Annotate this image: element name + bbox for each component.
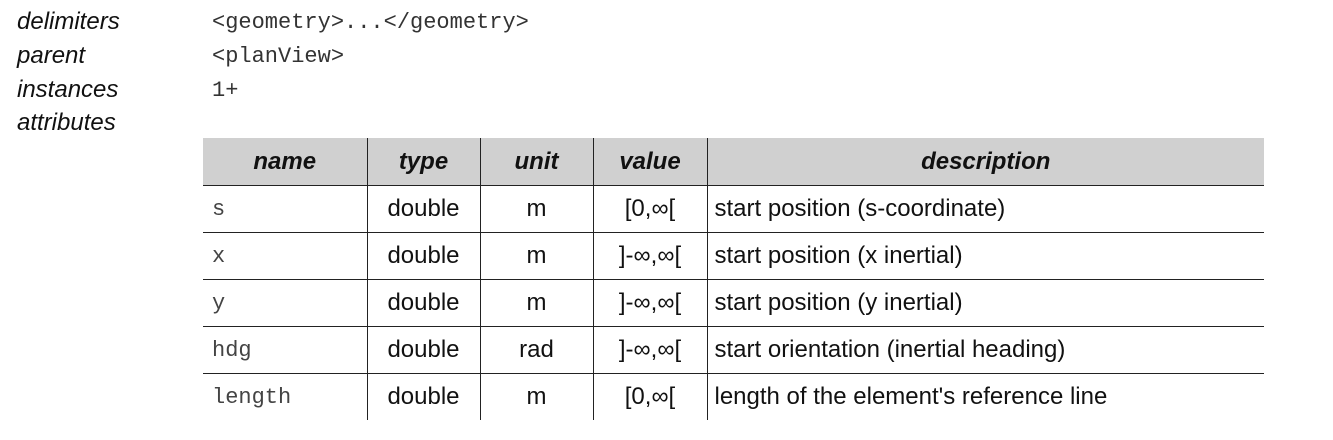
cell-value: ]-∞,∞[ [592,326,707,374]
cell-name: x [203,232,367,280]
cell-type: double [366,185,480,233]
cell-description: start orientation (inertial heading) [706,326,1264,374]
cell-description: start position (s-coordinate) [706,185,1264,233]
parent-value: <planView> [212,44,345,69]
cell-name: length [212,384,292,410]
parent-label: parent [17,42,86,69]
cell-description: length of the element's reference line [706,373,1264,420]
cell-name: s [203,185,367,233]
cell-type: double [366,373,480,420]
header-unit: unit [479,138,593,186]
instances-label: instances [17,76,119,103]
cell-description: start position (x inertial) [706,232,1264,280]
cell-value: [0,∞[ [592,185,707,233]
cell-unit: m [479,373,593,420]
cell-value: ]-∞,∞[ [592,279,707,327]
cell-type: double [366,326,480,374]
instances-value: 1+ [212,78,239,103]
cell-type: double [366,279,480,327]
cell-unit: m [479,279,593,327]
header-name: name [203,138,367,186]
cell-name: hdg [203,326,367,374]
cell-value: [0,∞[ [592,373,707,420]
header-value: value [592,138,707,186]
delimiters-label: delimiters [17,8,120,35]
table-header-row: name type unit value description [203,138,1264,186]
cell-unit: m [479,185,593,233]
cell-unit: rad [479,326,593,374]
cell-name: y [203,279,367,327]
header-type: type [366,138,480,186]
cell-value: ]-∞,∞[ [592,232,707,280]
delimiters-value: <geometry>...</geometry> [212,10,529,35]
cell-type: double [366,232,480,280]
cell-description: start position (y inertial) [706,279,1264,327]
attributes-label: attributes [17,109,116,136]
cell-unit: m [479,232,593,280]
header-description: description [706,138,1264,186]
